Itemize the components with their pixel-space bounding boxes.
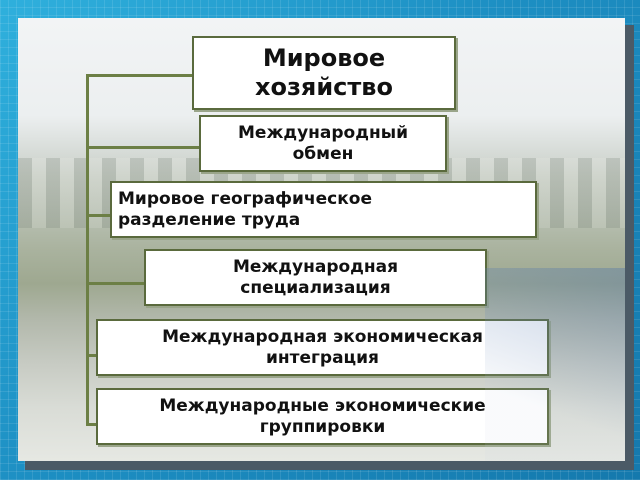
connector-geo-division [86, 214, 128, 217]
node-econ-groupings: Международные экономические группировки [96, 388, 549, 445]
node-econ-integration: Международная экономическая интеграция [96, 319, 549, 376]
connector-world-economy [86, 74, 210, 77]
node-intl-exchange: Международный обмен [199, 115, 447, 172]
connector-trunk [86, 76, 89, 426]
node-intl-specialization: Международная специализация [144, 249, 487, 306]
connector-intl-exchange [86, 146, 217, 149]
slide: Мировое хозяйство Международный обмен Ми… [18, 18, 625, 461]
connector-intl-specialization [86, 282, 162, 285]
node-world-economy: Мировое хозяйство [192, 36, 456, 110]
node-geo-division: Мировое географическое разделение труда [110, 181, 537, 238]
